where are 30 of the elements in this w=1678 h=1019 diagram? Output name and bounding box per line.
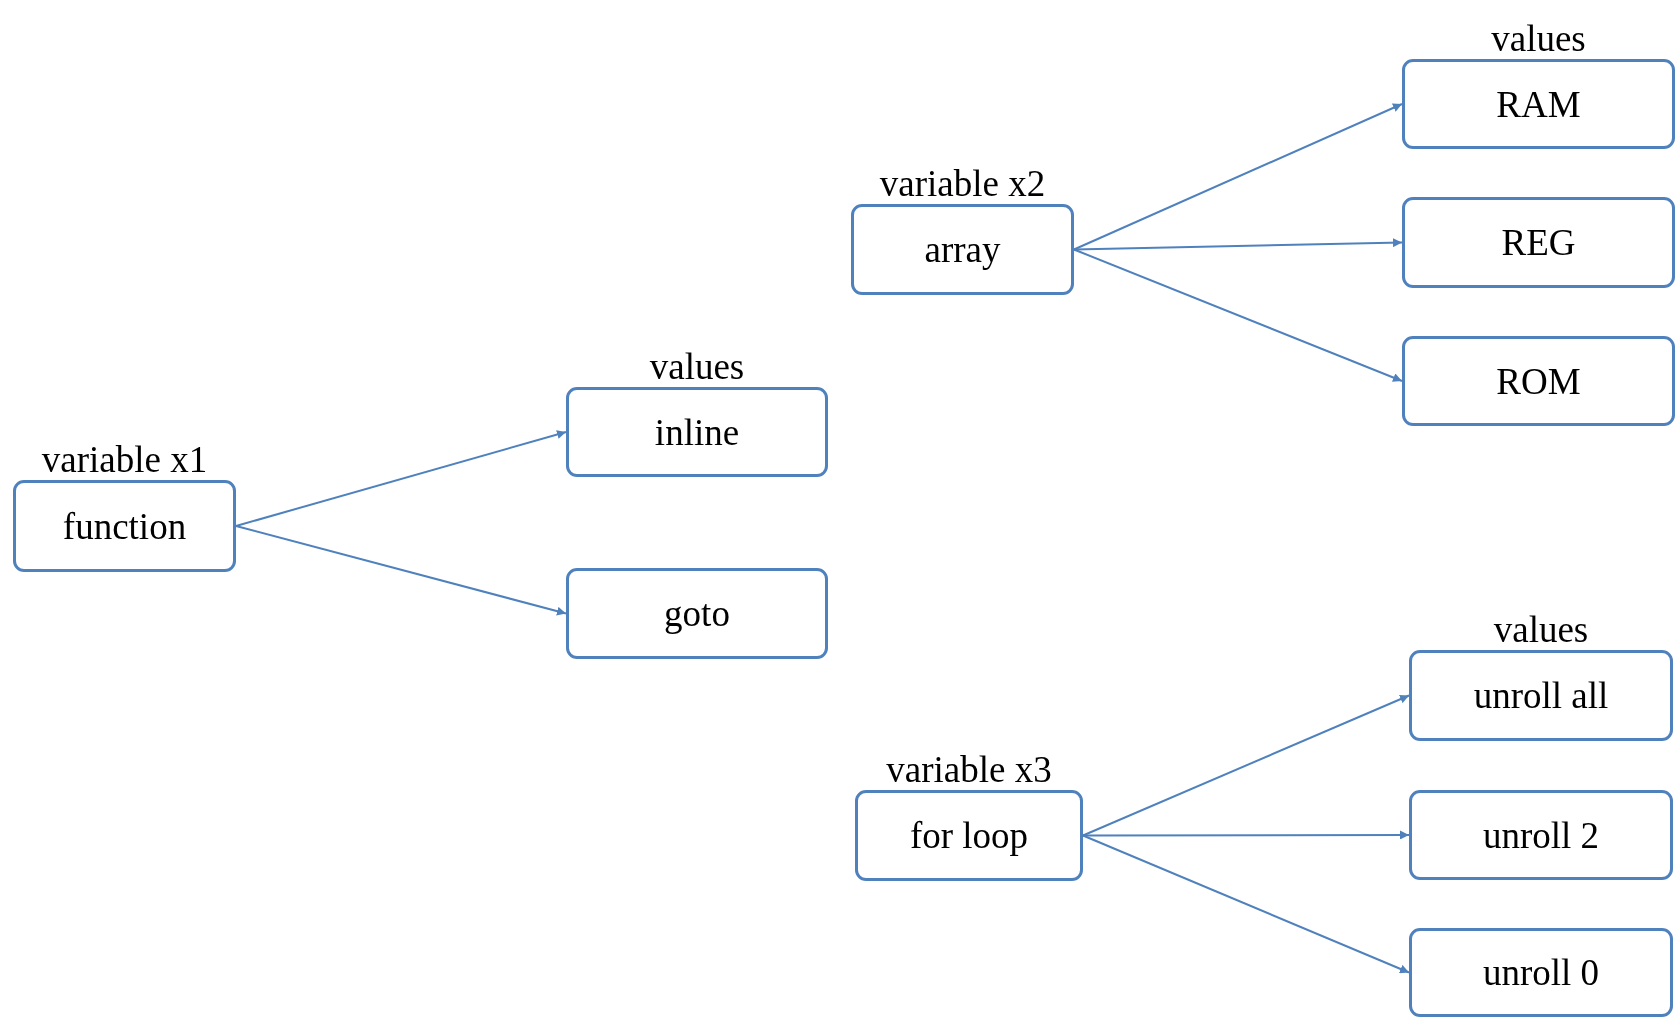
node-label: RAM bbox=[1496, 82, 1581, 126]
process-box bbox=[1409, 790, 1673, 880]
node-label: REG bbox=[1501, 221, 1576, 264]
node-label: ROM bbox=[1496, 359, 1581, 403]
node-heading: variable x3 bbox=[886, 748, 1052, 791]
node-label: function bbox=[62, 504, 187, 548]
node-heading: values bbox=[649, 345, 745, 388]
arrow bbox=[235, 525, 567, 616]
arrow bbox=[1073, 238, 1403, 251]
node-label: unroll all bbox=[1473, 674, 1609, 717]
node-heading: variable x1 bbox=[41, 438, 208, 481]
node-label: for loop bbox=[909, 814, 1029, 857]
arrow bbox=[1082, 830, 1410, 840]
process-box bbox=[1409, 928, 1673, 1017]
node-label: inline bbox=[654, 410, 740, 454]
arrow bbox=[1082, 834, 1410, 974]
node-label: array bbox=[924, 228, 1001, 271]
process-box bbox=[566, 568, 828, 659]
arrow bbox=[1073, 103, 1403, 251]
arrow bbox=[1073, 248, 1403, 382]
process-box bbox=[1402, 197, 1675, 288]
arrow bbox=[1082, 694, 1410, 837]
process-box bbox=[1402, 336, 1675, 426]
arrow bbox=[235, 430, 567, 527]
node-label: unroll 0 bbox=[1482, 951, 1600, 994]
node-heading: values bbox=[1493, 608, 1589, 651]
node-label: goto bbox=[664, 592, 730, 635]
node-heading: variable x2 bbox=[879, 162, 1046, 205]
node-heading: values bbox=[1491, 17, 1586, 60]
node-label: unroll 2 bbox=[1482, 813, 1600, 857]
